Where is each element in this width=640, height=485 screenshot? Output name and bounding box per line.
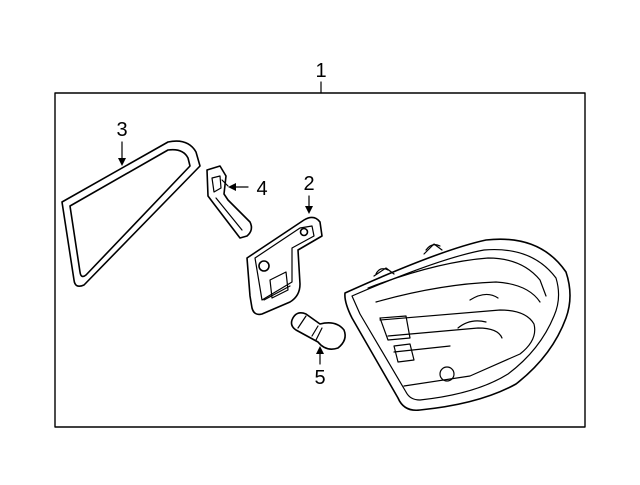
callout-4: 4 (256, 178, 268, 200)
bulb-holder-part (246, 216, 323, 316)
callout-5: 5 (314, 367, 326, 389)
tail-lamp-assembly (344, 238, 571, 412)
gasket-part (61, 140, 201, 287)
callout-3: 3 (116, 119, 128, 141)
bulb-part (290, 312, 346, 350)
callout-2: 2 (303, 173, 315, 195)
assembly-frame (54, 92, 586, 428)
callout-1: 1 (315, 60, 327, 82)
clip-part (206, 165, 253, 239)
